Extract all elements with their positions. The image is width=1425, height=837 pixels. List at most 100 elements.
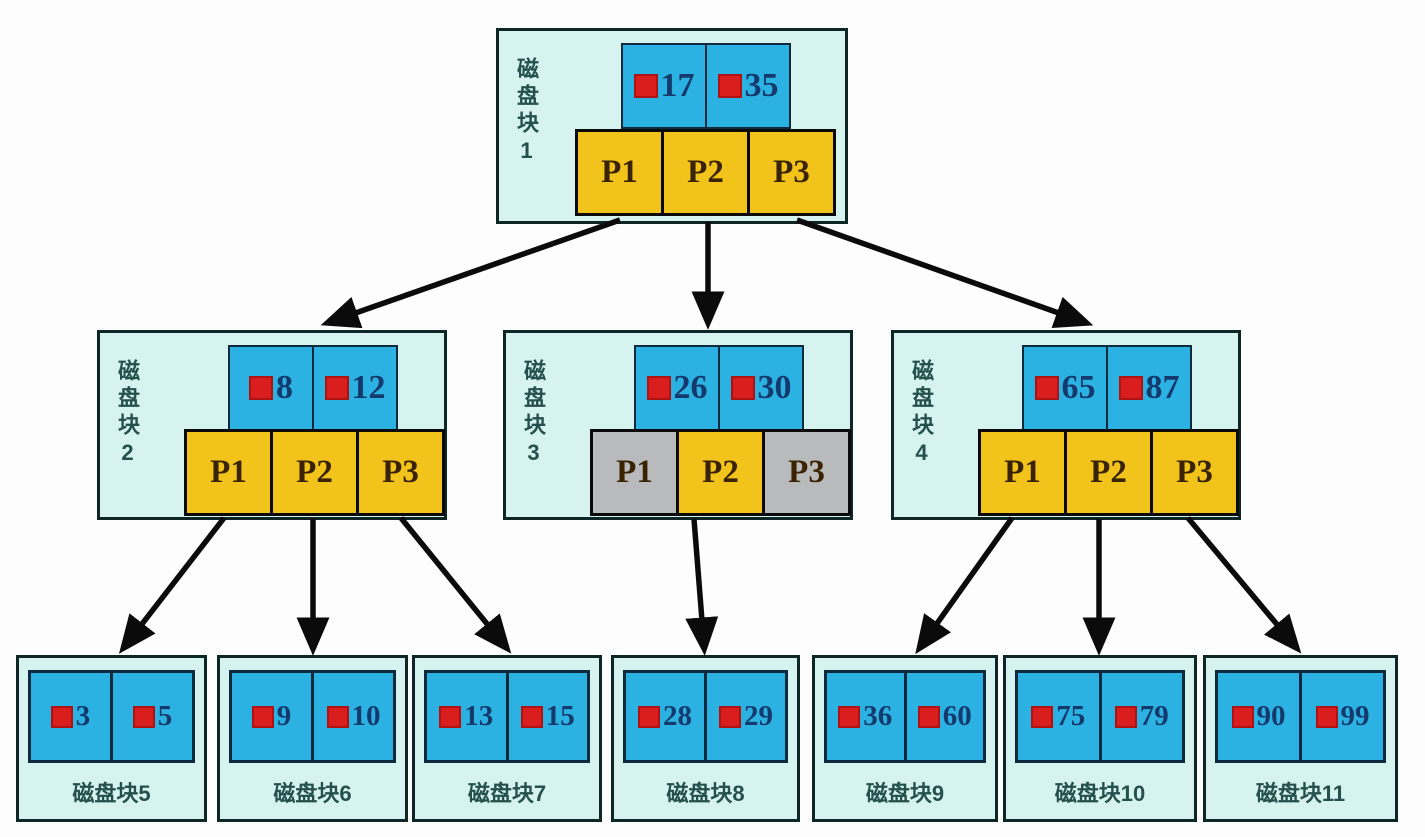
key-value: 3 <box>75 700 91 732</box>
key-marker-icon <box>638 705 660 728</box>
disk-block-10-label: 磁盘块10 <box>1054 781 1146 806</box>
disk-block-2-pointers: P1 P2 P3 <box>184 429 445 516</box>
key-value: 26 <box>673 369 708 406</box>
arrow-block3-p2-to-leaf8 <box>685 518 719 656</box>
disk-block-3: 磁盘块3 26 30 P1 P2 P3 <box>503 330 853 520</box>
disk-block-1: 磁盘块1 17 35 P1 P2 P3 <box>496 28 848 224</box>
pointer-cell-p3: P3 <box>356 429 445 516</box>
key-cell: 87 <box>1106 345 1192 431</box>
pointer-cell-p3: P3 <box>747 129 836 216</box>
key-cell: 30 <box>718 345 804 431</box>
disk-block-6: 9 10 磁盘块6 <box>217 655 408 822</box>
key-cell: 12 <box>312 345 398 431</box>
arrow-p1-to-block2 <box>320 217 621 329</box>
key-marker-icon <box>1114 705 1137 728</box>
disk-block-11-label: 磁盘块11 <box>1255 781 1346 806</box>
pointer-cell-p1: P1 <box>575 129 664 216</box>
key-value: 87 <box>1145 369 1180 406</box>
disk-block-7-label: 磁盘块7 <box>467 781 547 806</box>
disk-block-8-label: 磁盘块8 <box>666 781 745 806</box>
key-marker-icon <box>717 74 742 98</box>
key-value: 13 <box>464 700 494 732</box>
key-cell: 3 <box>31 673 110 760</box>
key-value: 75 <box>1056 700 1086 732</box>
disk-block-2-label: 磁盘块2 <box>115 359 140 470</box>
disk-block-7: 13 15 磁盘块7 <box>412 655 602 822</box>
key-cell: 79 <box>1098 673 1183 760</box>
key-value: 28 <box>663 700 692 732</box>
key-cell: 28 <box>626 673 704 760</box>
key-cell: 15 <box>505 673 588 760</box>
disk-block-5-label: 磁盘块5 <box>72 781 151 806</box>
key-marker-icon <box>1118 376 1143 400</box>
arrow-block2-p1-to-leaf5 <box>118 516 227 654</box>
pointer-cell-p1: P1 <box>978 429 1067 516</box>
key-marker-icon <box>520 705 543 728</box>
disk-block-6-label: 磁盘块6 <box>273 781 352 806</box>
key-value: 8 <box>276 369 293 406</box>
disk-block-8: 28 29 磁盘块8 <box>611 655 800 822</box>
key-value: 79 <box>1139 700 1169 732</box>
key-cell: 10 <box>311 673 393 760</box>
key-cell: 35 <box>705 43 791 129</box>
key-marker-icon <box>324 376 349 400</box>
disk-block-9-keys: 36 60 <box>824 670 986 763</box>
key-marker-icon <box>1034 376 1059 400</box>
disk-block-11: 90 99 磁盘块11 <box>1203 655 1398 822</box>
key-marker-icon <box>646 376 671 400</box>
key-cell: 29 <box>704 673 785 760</box>
key-marker-icon <box>917 705 940 728</box>
disk-block-9-label: 磁盘块9 <box>865 781 945 806</box>
disk-block-8-keys: 28 29 <box>623 670 788 763</box>
key-cell: 65 <box>1022 345 1108 431</box>
key-cell: 60 <box>903 673 984 760</box>
key-value: 29 <box>744 700 773 732</box>
key-marker-icon <box>1315 705 1338 728</box>
disk-block-1-pointers: P1 P2 P3 <box>575 129 836 216</box>
key-value: 65 <box>1061 369 1096 406</box>
disk-block-11-keys: 90 99 <box>1215 670 1386 763</box>
key-marker-icon <box>1231 705 1254 728</box>
disk-block-10-keys: 75 79 <box>1015 670 1185 763</box>
arrow-p3-to-block4 <box>796 217 1094 328</box>
arrow-block2-p3-to-leaf7 <box>398 516 512 654</box>
pointer-cell-p2: P2 <box>270 429 359 516</box>
key-value: 99 <box>1340 700 1370 732</box>
key-marker-icon <box>50 705 73 728</box>
disk-block-7-keys: 13 15 <box>424 670 590 763</box>
key-cell: 99 <box>1299 673 1383 760</box>
disk-block-1-keys: 17 35 <box>621 43 791 129</box>
key-value: 90 <box>1256 700 1286 732</box>
key-value: 10 <box>351 700 381 732</box>
key-marker-icon <box>719 705 741 728</box>
disk-block-3-label: 磁盘块3 <box>521 359 546 470</box>
key-cell: 36 <box>827 673 904 760</box>
pointer-cell-p2: P2 <box>661 129 750 216</box>
key-marker-icon <box>249 376 273 400</box>
arrow-block4-p3-to-leaf11 <box>1185 516 1302 654</box>
key-marker-icon <box>439 705 462 728</box>
key-marker-icon <box>251 705 274 728</box>
key-cell: 90 <box>1218 673 1299 760</box>
disk-block-3-keys: 26 30 <box>634 345 804 431</box>
key-cell: 75 <box>1018 673 1099 760</box>
key-value: 36 <box>863 700 893 732</box>
disk-block-6-keys: 9 10 <box>229 670 396 763</box>
key-cell: 13 <box>427 673 506 760</box>
key-value: 60 <box>942 700 972 732</box>
disk-block-10: 75 79 磁盘块10 <box>1003 655 1197 822</box>
disk-block-9: 36 60 磁盘块9 <box>812 655 998 822</box>
disk-block-4-keys: 65 87 <box>1022 345 1192 431</box>
key-cell: 26 <box>634 345 720 431</box>
key-value: 15 <box>545 700 575 732</box>
disk-block-4: 磁盘块4 65 87 P1 P2 P3 <box>891 330 1241 520</box>
disk-block-5: 3 5 磁盘块5 <box>16 655 207 822</box>
pointer-cell-p2: P2 <box>1064 429 1153 516</box>
pointer-cell-p3: P3 <box>1150 429 1239 516</box>
key-marker-icon <box>1031 705 1054 728</box>
disk-block-2: 磁盘块2 8 12 P1 P2 P3 <box>97 330 447 520</box>
disk-block-2-keys: 8 12 <box>228 345 398 431</box>
key-marker-icon <box>132 705 155 728</box>
key-value: 30 <box>757 369 792 406</box>
